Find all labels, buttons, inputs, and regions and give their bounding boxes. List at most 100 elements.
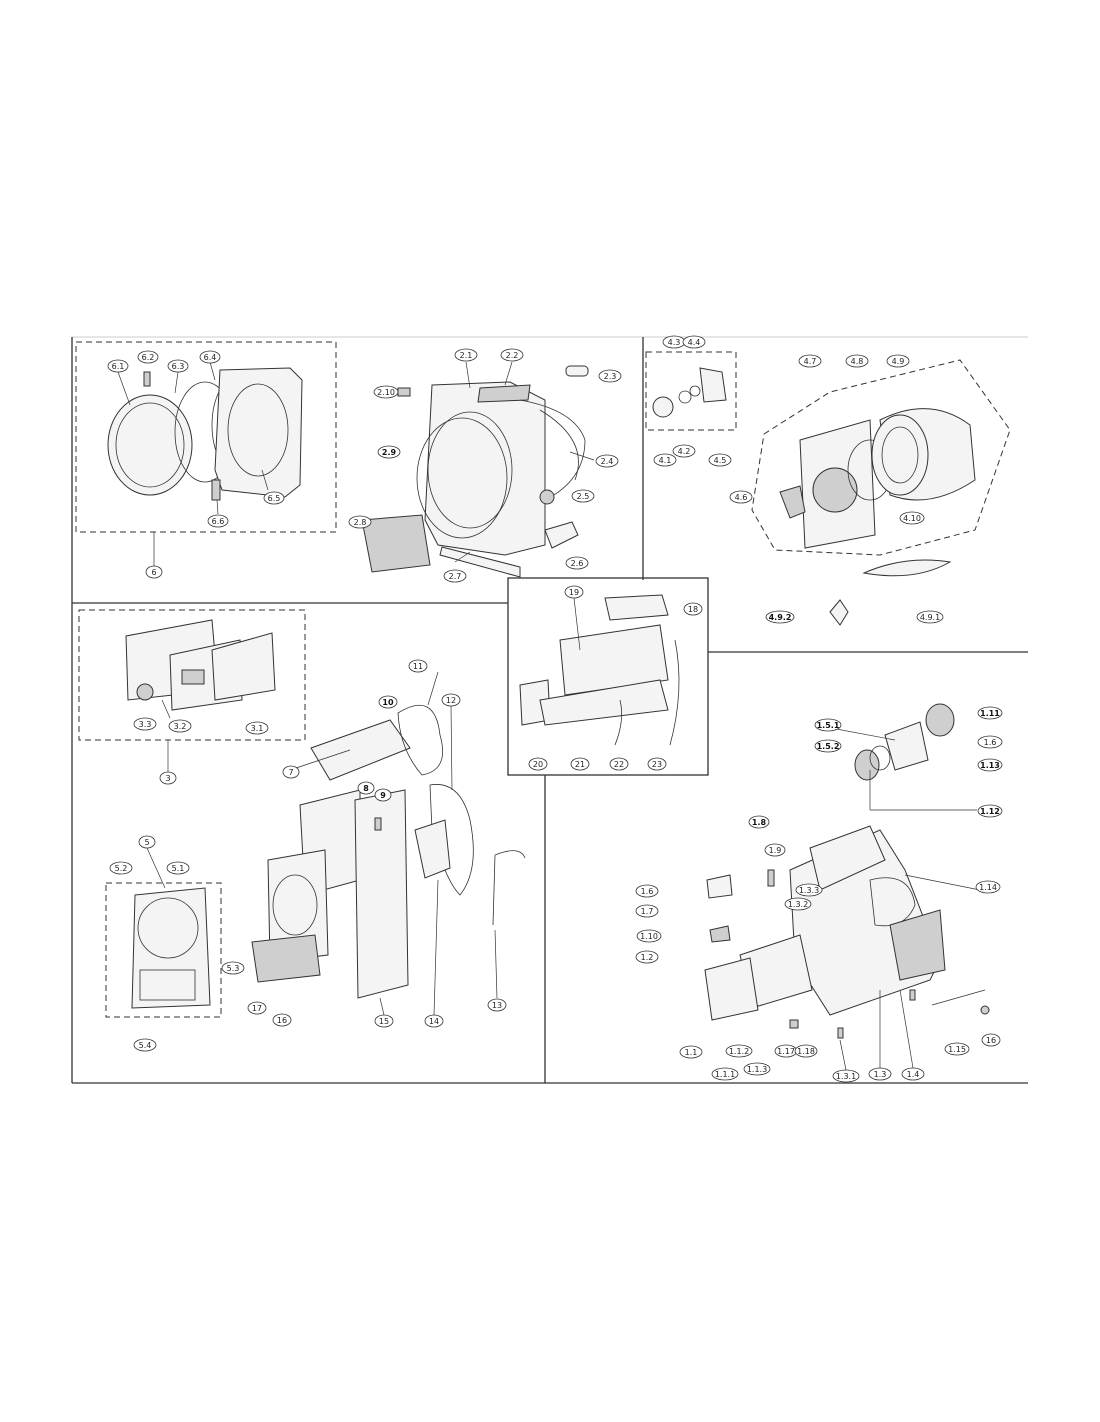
- callout-9: 9: [374, 788, 392, 802]
- callout-text: 12: [446, 696, 456, 705]
- callout-15: 15: [374, 1014, 394, 1028]
- callout-6-4: 6.4: [199, 350, 221, 364]
- callout-1-3-3: 1.3.3: [795, 883, 823, 897]
- callout-1-18: 1.18: [794, 1044, 818, 1058]
- callout-text: 4.8: [851, 357, 864, 366]
- callout-1-3: 1.3: [868, 1067, 892, 1081]
- callout-text: 2.2: [506, 351, 519, 360]
- callout-text: 6.4: [204, 353, 217, 362]
- callout-1-10: 1.10: [636, 929, 662, 943]
- callout-text: 5.1: [172, 864, 185, 873]
- callout-4-2: 4.2: [672, 444, 696, 458]
- callout-text: 4.9.2: [769, 613, 792, 622]
- callout-2-7: 2.7: [443, 569, 467, 583]
- callout-5-1: 5.1: [166, 861, 190, 875]
- callout-text: 3.3: [139, 720, 152, 729]
- callout-text: 18: [688, 605, 698, 614]
- callout-2-3: 2.3: [598, 369, 622, 383]
- callout-10: 10: [378, 695, 398, 709]
- base-assembly: [704, 825, 990, 1039]
- callout-text: 17: [252, 1004, 262, 1013]
- callout-1-15: 1.15: [944, 1042, 970, 1056]
- callout-text: 6: [151, 568, 156, 577]
- callout-text: 4.7: [804, 357, 817, 366]
- callout-text: 4.10: [903, 514, 921, 523]
- callout-text: 2.4: [601, 457, 614, 466]
- tub-assembly: [361, 365, 589, 578]
- callout-1-9: 1.9: [764, 843, 786, 857]
- callout-1-11: 1.11: [977, 706, 1003, 720]
- callout-text: 2.6: [571, 559, 584, 568]
- callout-4-10: 4.10: [899, 511, 925, 525]
- callout-text: 1.12: [980, 807, 1000, 816]
- callout-text: 1.4: [907, 1070, 920, 1079]
- callout-1-4: 1.4: [901, 1067, 925, 1081]
- callout-text: 1.3.2: [788, 900, 808, 909]
- callout-2-1: 2.1: [454, 348, 478, 362]
- callout-text: 1.1.1: [715, 1070, 735, 1079]
- callout-23: 23: [647, 757, 667, 771]
- callout-text: 21: [575, 760, 585, 769]
- callout-text: 8: [363, 784, 369, 793]
- callout-text: 2.10: [377, 388, 395, 397]
- callout-1-14: 1.14: [975, 880, 1001, 894]
- callout-1-1-2: 1.1.2: [725, 1044, 753, 1058]
- callout-text: 22: [614, 760, 624, 769]
- callout-text: 2.8: [354, 518, 367, 527]
- diagram-frame: [71, 336, 1028, 1084]
- callout-text: 1.8: [752, 818, 767, 827]
- callout-text: 1.17: [777, 1047, 795, 1056]
- callout-2-8: 2.8: [348, 515, 372, 529]
- callout-text: 1.1.3: [747, 1065, 767, 1074]
- callout-text: 2.7: [449, 572, 462, 581]
- door-assembly: [75, 341, 337, 533]
- callout-text: 1.3.3: [799, 886, 819, 895]
- callout-text: 1.2: [641, 953, 654, 962]
- callout-16-base: 16: [981, 1033, 1001, 1047]
- callout-text: 6.2: [142, 353, 155, 362]
- callout-8: 8: [357, 781, 375, 795]
- callout-text: 5: [144, 838, 149, 847]
- callout-2-6: 2.6: [565, 556, 589, 570]
- callout-11: 11: [408, 659, 428, 673]
- callout-2-9: 2.9: [377, 445, 401, 459]
- callout-text: 6.3: [172, 362, 185, 371]
- callout-text: 4.2: [678, 447, 691, 456]
- callout-text: 16: [986, 1036, 996, 1045]
- callout-5: 5: [138, 835, 156, 849]
- callout-1-12: 1.12: [977, 804, 1003, 818]
- callout-1-5-1: 1.5.1: [814, 718, 842, 732]
- callout-text: 1.5.1: [817, 721, 840, 730]
- callout-text: 4.6: [735, 493, 748, 502]
- callout-4-9-2: 4.9.2: [765, 610, 795, 624]
- callout-5-2: 5.2: [109, 861, 133, 875]
- callout-text: 19: [569, 588, 579, 597]
- callout-1-2: 1.2: [635, 950, 659, 964]
- callout-text: 13: [492, 1001, 502, 1010]
- callout-19: 19: [564, 585, 584, 599]
- callout-4-8: 4.8: [845, 354, 869, 368]
- callout-text: 1.5.2: [817, 742, 840, 751]
- callout-text: 4.5: [714, 456, 727, 465]
- callout-text: 1.10: [640, 932, 658, 941]
- callout-2-2: 2.2: [500, 348, 524, 362]
- callout-text: 4.9: [892, 357, 905, 366]
- callout-4-9: 4.9: [886, 354, 910, 368]
- callout-1-3-2: 1.3.2: [784, 897, 812, 911]
- callout-text: 11: [413, 662, 423, 671]
- callout-text: 20: [533, 760, 543, 769]
- callout-6-2: 6.2: [137, 350, 159, 364]
- callout-6-1: 6.1: [107, 359, 129, 373]
- callout-text: 15: [379, 1017, 389, 1026]
- callout-text: 2.5: [577, 492, 590, 501]
- control-panel-assembly: [78, 609, 306, 741]
- callout-4-4: 4.4: [682, 335, 706, 349]
- callout-21: 21: [570, 757, 590, 771]
- callout-6-3: 6.3: [167, 359, 189, 373]
- callout-text: 3.2: [174, 722, 187, 731]
- callout-3-1: 3.1: [245, 721, 269, 735]
- callout-text: 10: [382, 698, 394, 707]
- callout-6-5: 6.5: [263, 491, 285, 505]
- callout-4-9-1: 4.9.1: [916, 610, 944, 624]
